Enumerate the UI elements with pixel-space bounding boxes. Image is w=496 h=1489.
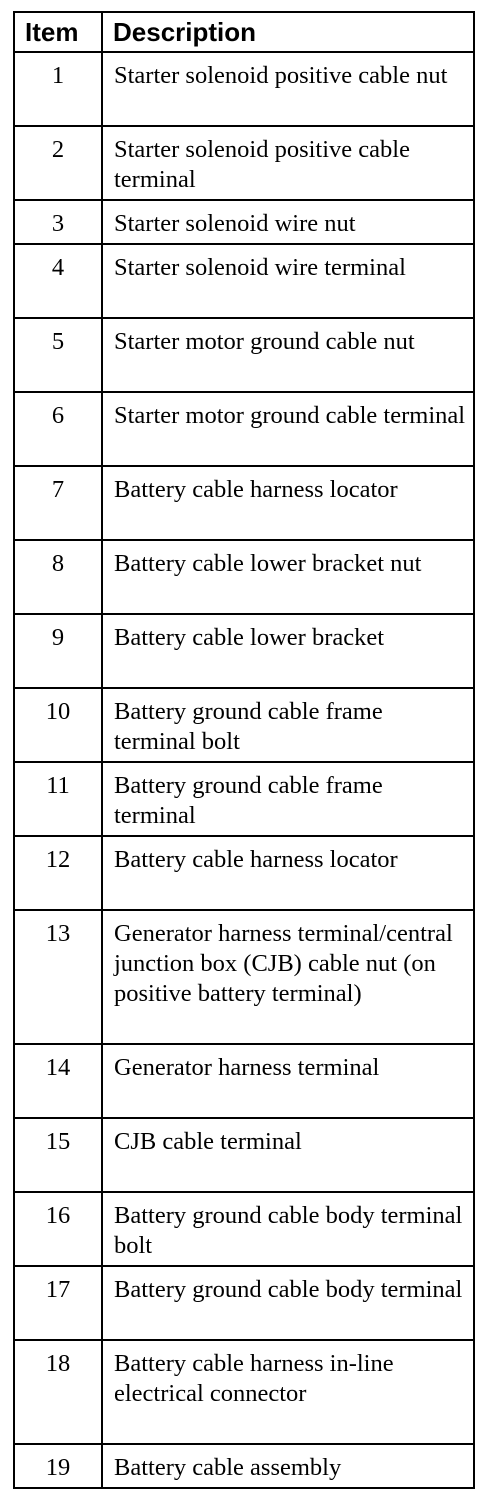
item-description: Starter solenoid wire nut: [101, 199, 475, 245]
table-row: 17 Battery ground cable body terminal: [13, 1265, 475, 1341]
item-description: Battery ground cable frame terminal: [101, 761, 475, 837]
item-description: Battery cable harness locator: [101, 835, 475, 911]
table-row: 1 Starter solenoid positive cable nut: [13, 51, 475, 127]
item-description: Battery cable assembly: [101, 1443, 475, 1489]
item-number: 19: [13, 1443, 103, 1489]
item-number: 7: [13, 465, 103, 541]
item-description: Battery ground cable frame terminal bolt: [101, 687, 475, 763]
table-row: 10 Battery ground cable frame terminal b…: [13, 687, 475, 763]
table-row: 2 Starter solenoid positive cable termin…: [13, 125, 475, 201]
item-description: Starter solenoid positive cable nut: [101, 51, 475, 127]
item-description: Starter solenoid wire terminal: [101, 243, 475, 319]
item-number: 18: [13, 1339, 103, 1445]
item-number: 10: [13, 687, 103, 763]
item-column-header: Item: [13, 11, 103, 53]
item-description: Battery cable lower bracket: [101, 613, 475, 689]
table-row: 11 Battery ground cable frame terminal: [13, 761, 475, 837]
item-number: 16: [13, 1191, 103, 1267]
table-row: 18 Battery cable harness in-line electri…: [13, 1339, 475, 1445]
item-number: 12: [13, 835, 103, 911]
item-number: 13: [13, 909, 103, 1045]
item-description: Battery cable harness locator: [101, 465, 475, 541]
item-number: 9: [13, 613, 103, 689]
table-row: 14 Generator harness terminal: [13, 1043, 475, 1119]
table-row: 4 Starter solenoid wire terminal: [13, 243, 475, 319]
item-number: 17: [13, 1265, 103, 1341]
item-number: 6: [13, 391, 103, 467]
parts-table: Item Description 1 Starter solenoid posi…: [13, 11, 475, 1489]
table-row: 15 CJB cable terminal: [13, 1117, 475, 1193]
item-number: 8: [13, 539, 103, 615]
table-row: 19 Battery cable assembly: [13, 1443, 475, 1489]
item-description: Starter motor ground cable terminal: [101, 391, 475, 467]
item-description: Starter motor ground cable nut: [101, 317, 475, 393]
item-description: Battery cable lower bracket nut: [101, 539, 475, 615]
item-number: 2: [13, 125, 103, 201]
table-row: 5 Starter motor ground cable nut: [13, 317, 475, 393]
table-row: 16 Battery ground cable body terminal bo…: [13, 1191, 475, 1267]
item-number: 11: [13, 761, 103, 837]
table-row: 6 Starter motor ground cable terminal: [13, 391, 475, 467]
item-description: Generator harness terminal: [101, 1043, 475, 1119]
table-row: 8 Battery cable lower bracket nut: [13, 539, 475, 615]
table-row: 9 Battery cable lower bracket: [13, 613, 475, 689]
item-number: 4: [13, 243, 103, 319]
item-number: 15: [13, 1117, 103, 1193]
item-description: Battery ground cable body terminal bolt: [101, 1191, 475, 1267]
item-number: 14: [13, 1043, 103, 1119]
item-description: CJB cable terminal: [101, 1117, 475, 1193]
item-description: Battery ground cable body terminal: [101, 1265, 475, 1341]
table-row: 12 Battery cable harness locator: [13, 835, 475, 911]
item-number: 3: [13, 199, 103, 245]
item-number: 1: [13, 51, 103, 127]
table-row: 13 Generator harness terminal/central ju…: [13, 909, 475, 1045]
table-row: 3 Starter solenoid wire nut: [13, 199, 475, 245]
header-row: Item Description: [13, 11, 475, 53]
item-description: Battery cable harness in-line electrical…: [101, 1339, 475, 1445]
description-column-header: Description: [101, 11, 475, 53]
item-number: 5: [13, 317, 103, 393]
table-row: 7 Battery cable harness locator: [13, 465, 475, 541]
item-description: Starter solenoid positive cable terminal: [101, 125, 475, 201]
item-description: Generator harness terminal/central junct…: [101, 909, 475, 1045]
